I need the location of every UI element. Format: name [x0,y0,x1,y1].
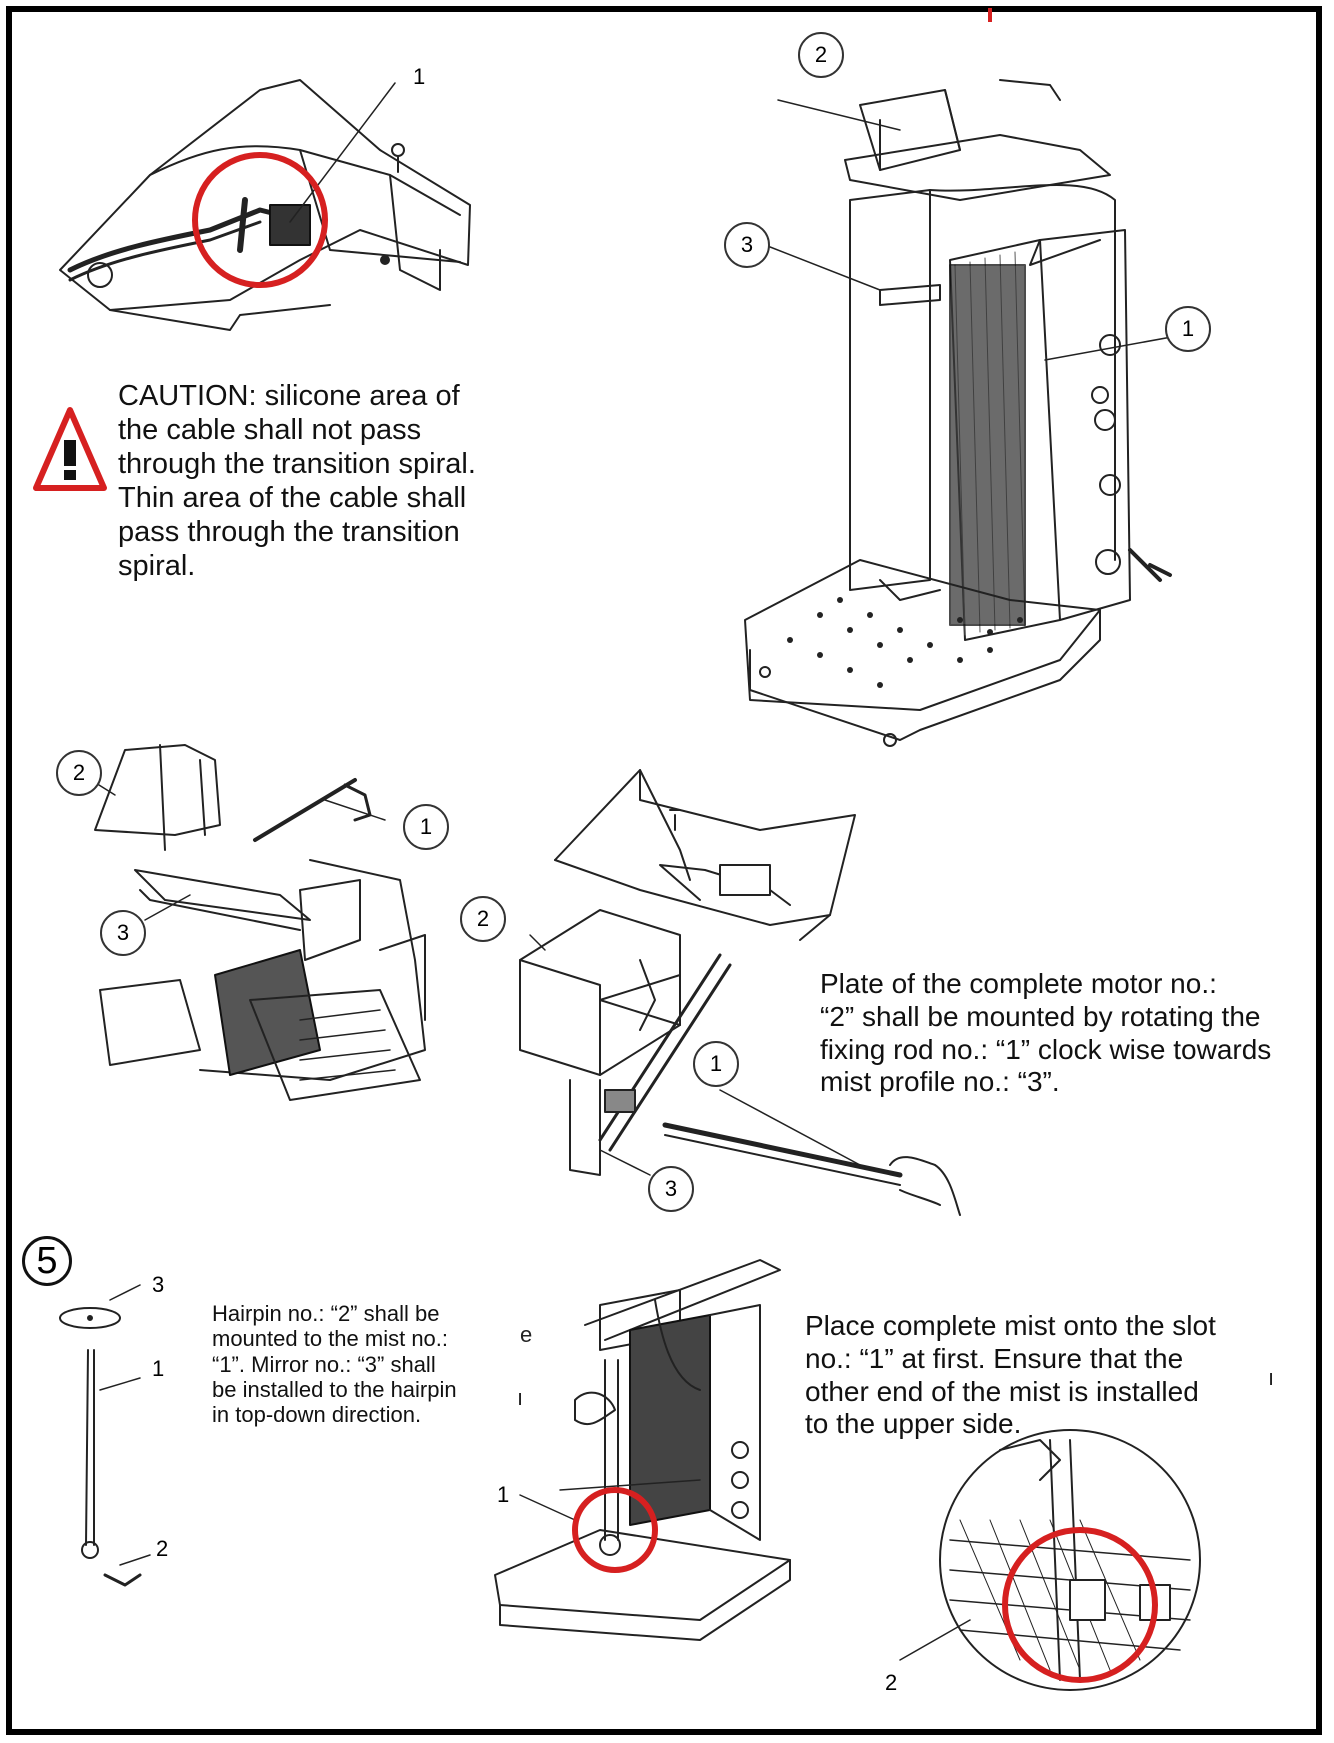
callout-label: 1 [403,804,449,850]
motor-plate-instruction: Plate of the complete motor no.: “2” sha… [820,968,1272,1098]
callout-label: 1 [1165,306,1211,352]
top-red-mark [988,8,992,22]
callout-label: 2 [885,1670,898,1695]
callout-label: 3 [152,1272,165,1297]
callout-label: 1 [413,64,426,89]
figure-doner-machine [744,79,1211,747]
step-number: 5 [22,1236,72,1286]
callout-label: 3 [648,1166,694,1212]
figure-cable-tray [59,79,471,331]
caution-note: CAUTION: silicone area of the cable shal… [118,380,476,582]
callout-label: 2 [56,750,102,796]
figure-motor-mounting [519,769,961,1216]
callout-label: 2 [460,896,506,942]
callout-label: 1 [497,1482,510,1507]
page-frame [6,6,1322,1735]
warning-triangle-icon [33,407,107,491]
callout-label: 2 [798,32,844,78]
figure-slot-detail [899,1429,1201,1691]
callout-label: 3 [724,222,770,268]
callout-label: 3 [100,910,146,956]
callout-label: 1 [152,1356,165,1381]
callout-label: 2 [156,1536,169,1561]
figure-place-mist [494,1259,791,1641]
callout-label: 1 [693,1041,739,1087]
stray-char-i: ı [1268,1365,1275,1390]
figure-motor-plate-view [74,744,426,1101]
hairpin-instruction: Hairpin no.: “2” shall be mounted to the… [212,1301,457,1428]
place-mist-instruction: Place complete mist onto the slot no.: “… [805,1310,1216,1440]
stray-char-e: e [520,1322,533,1347]
figure-mist-hairpin [59,1284,151,1587]
stray-char-i: ı [517,1385,524,1410]
